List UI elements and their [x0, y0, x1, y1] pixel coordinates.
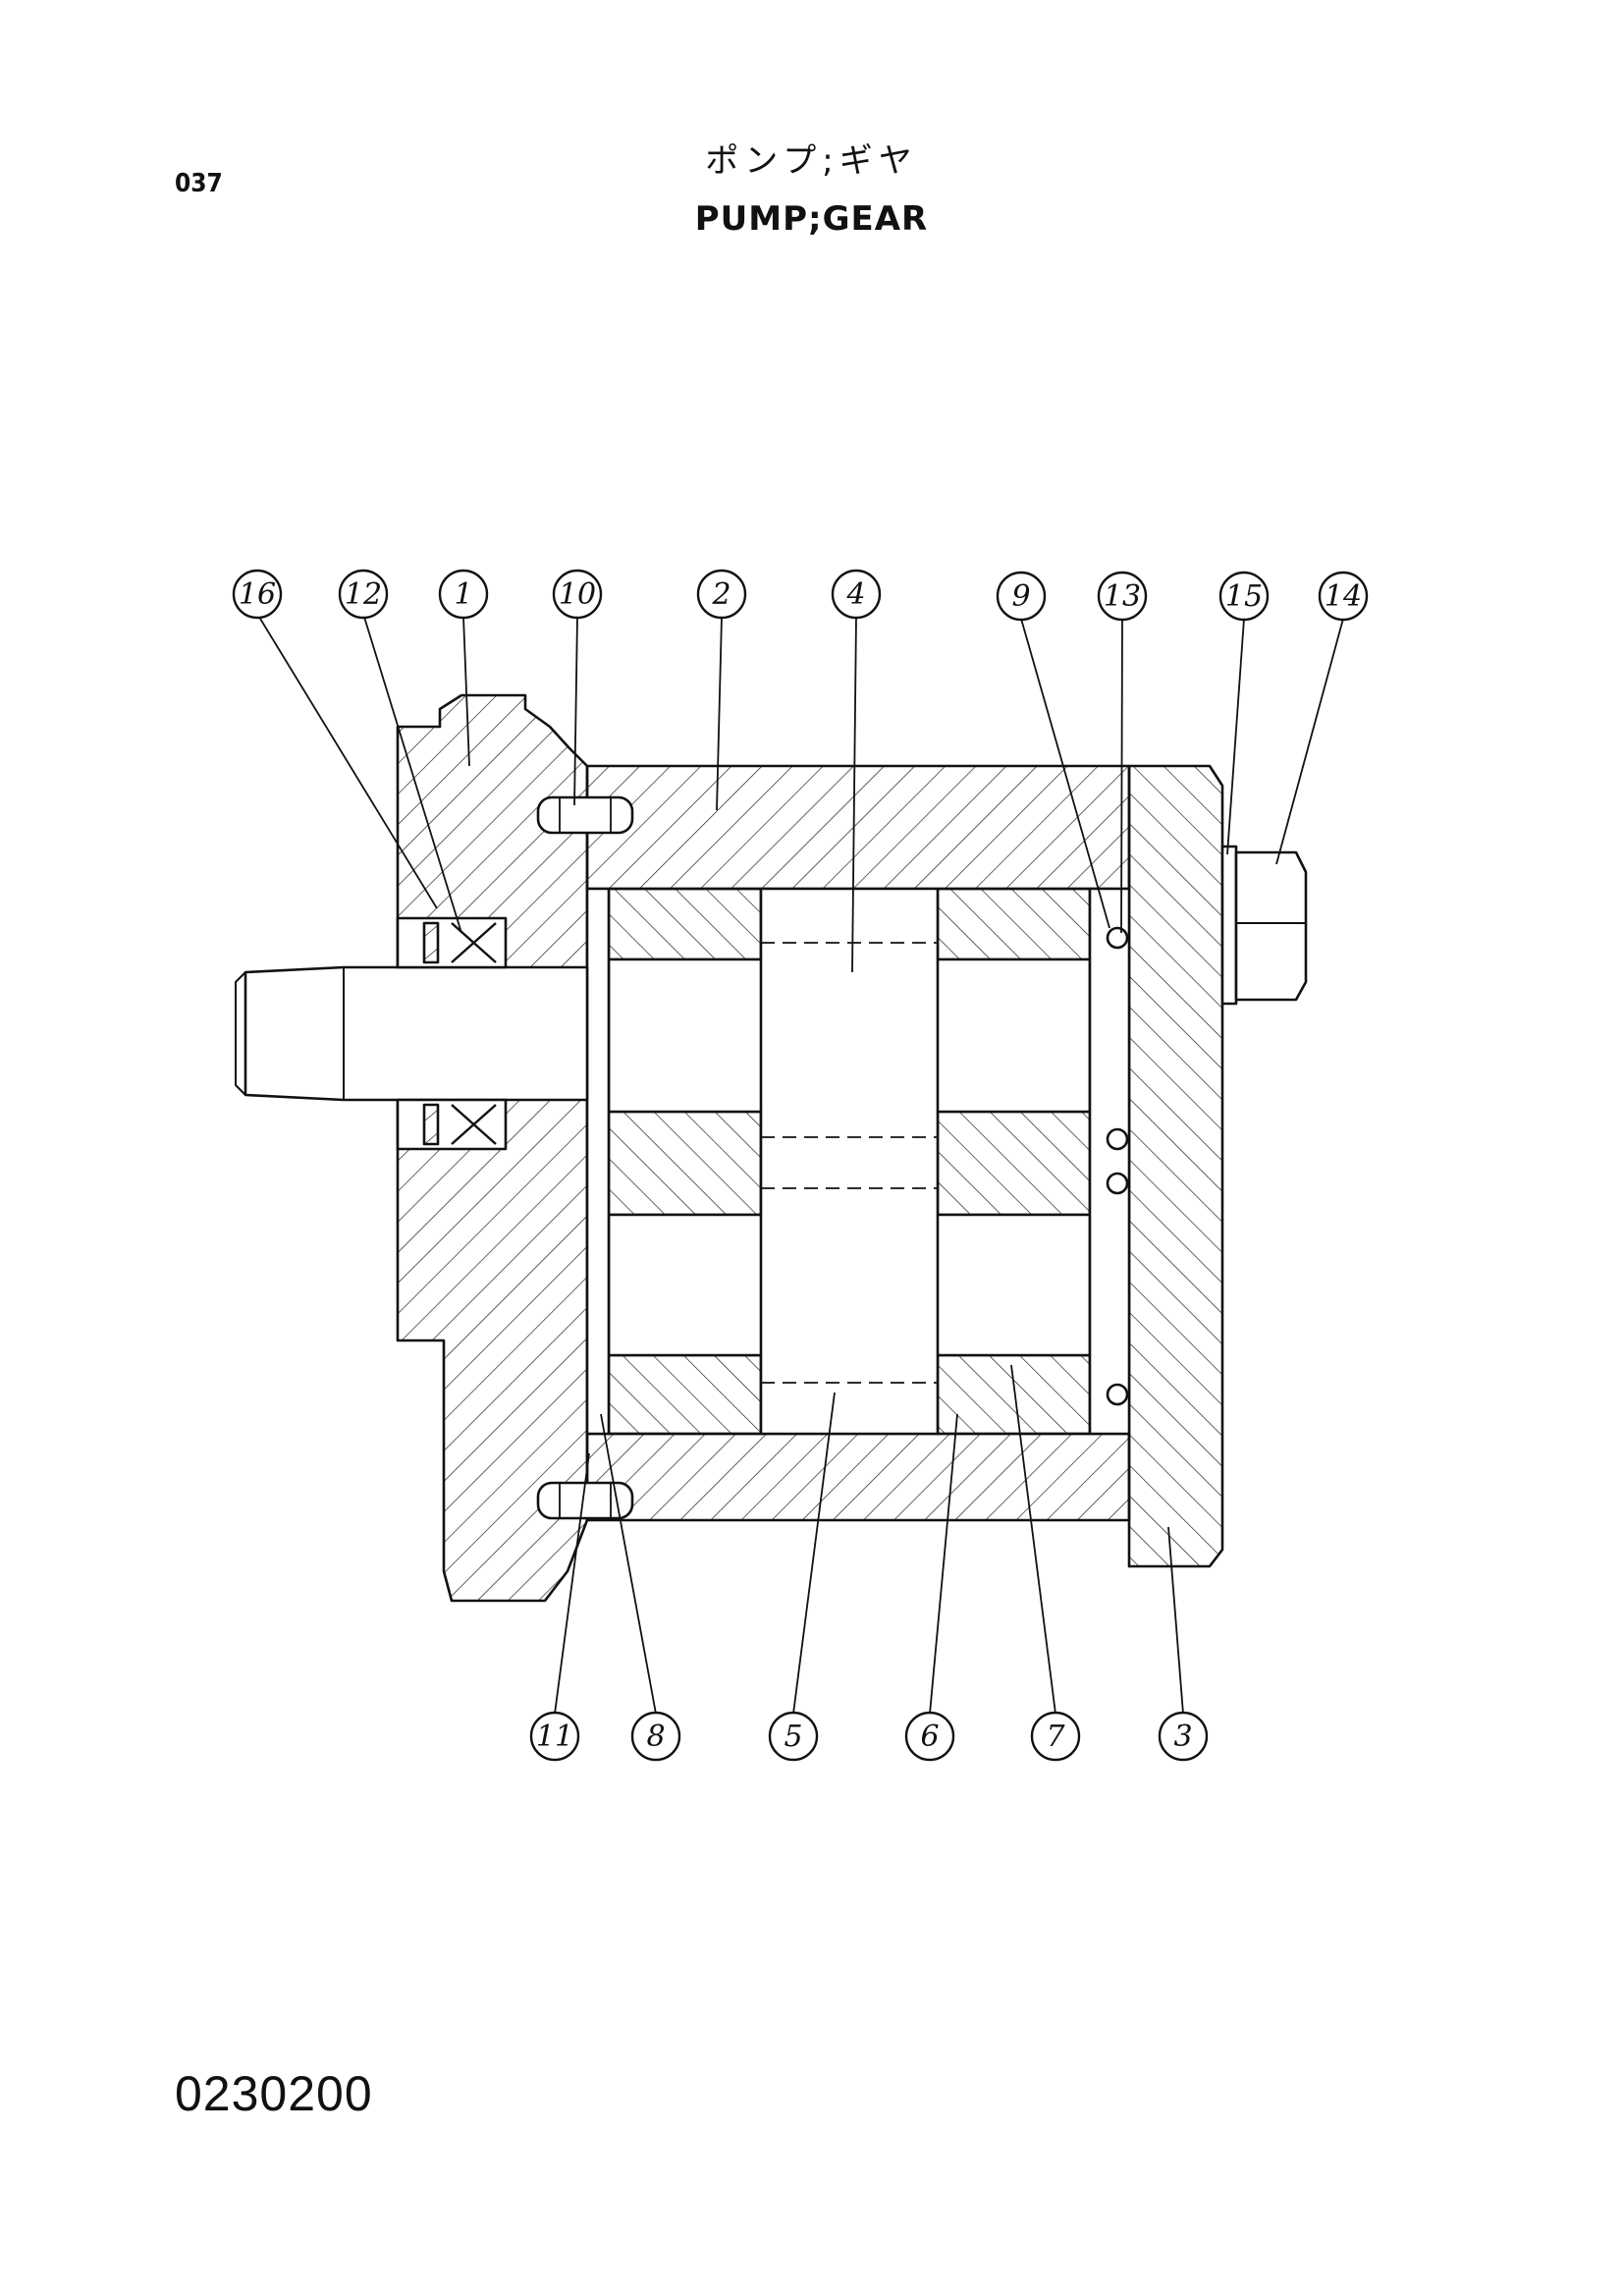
bearing-bot-right	[936, 1353, 1092, 1436]
svg-text:14: 14	[1325, 579, 1362, 614]
side-plate-front	[585, 887, 611, 1436]
bearing-bot-left	[607, 1353, 763, 1436]
drive-gear	[759, 887, 940, 1436]
svg-text:13: 13	[1104, 579, 1141, 614]
svg-text:11: 11	[536, 1720, 573, 1754]
body-bottom-part	[585, 1432, 1131, 1522]
svg-text:4: 4	[845, 577, 865, 612]
rear-cover-part	[1127, 764, 1224, 1568]
svg-text:5: 5	[784, 1720, 802, 1754]
svg-text:1: 1	[454, 577, 472, 612]
callout-7: 7	[1030, 1711, 1081, 1762]
callout-4: 4	[831, 569, 882, 620]
svg-text:9: 9	[1011, 579, 1030, 614]
callout-9: 9	[996, 571, 1047, 622]
body-top-part	[585, 764, 1131, 891]
side-plate-rear	[1088, 887, 1131, 1436]
bearing-top-left	[607, 887, 763, 961]
callout-14: 14	[1318, 571, 1369, 622]
callout-2: 2	[696, 569, 747, 620]
svg-text:3: 3	[1173, 1720, 1192, 1754]
dowel-pin-top	[536, 795, 634, 835]
drawing-code: 0230200	[175, 2066, 373, 2121]
callout-bubbles: 16 12 1 10 2 4 9 13 15 14 11 8 5 6 7 3	[232, 569, 1369, 1762]
svg-text:2: 2	[711, 577, 730, 612]
drive-shaft	[243, 965, 589, 1102]
bearing-mid-right	[936, 1110, 1092, 1217]
washer	[1220, 845, 1238, 1006]
callout-3: 3	[1158, 1711, 1209, 1762]
title-japanese: ポンプ;ギヤ	[705, 141, 918, 181]
callout-15: 15	[1218, 571, 1270, 622]
callout-1: 1	[438, 569, 489, 620]
svg-text:6: 6	[920, 1720, 939, 1754]
svg-text:12: 12	[345, 577, 382, 612]
svg-text:15: 15	[1225, 579, 1263, 614]
title-english: PUMP;GEAR	[694, 199, 929, 239]
o-ring-bottom	[1106, 1383, 1129, 1406]
callout-13: 13	[1097, 571, 1148, 622]
svg-text:16: 16	[239, 577, 276, 612]
oil-seal-bottom	[396, 1098, 508, 1151]
oil-seal-top	[396, 916, 508, 969]
o-ring-top	[1106, 926, 1129, 950]
svg-text:8: 8	[646, 1720, 665, 1754]
page-number: 037	[175, 169, 223, 198]
callout-8: 8	[630, 1711, 681, 1762]
callout-12: 12	[338, 569, 389, 620]
callout-16: 16	[232, 569, 283, 620]
bearing-mid-left	[607, 1110, 763, 1217]
callout-11: 11	[529, 1711, 580, 1762]
callout-10: 10	[552, 569, 603, 620]
callout-6: 6	[904, 1711, 955, 1762]
svg-text:10: 10	[559, 577, 596, 612]
svg-text:7: 7	[1046, 1720, 1065, 1754]
bearing-top-right	[936, 887, 1092, 961]
callout-5: 5	[768, 1711, 819, 1762]
bolt-head	[1234, 850, 1308, 1002]
